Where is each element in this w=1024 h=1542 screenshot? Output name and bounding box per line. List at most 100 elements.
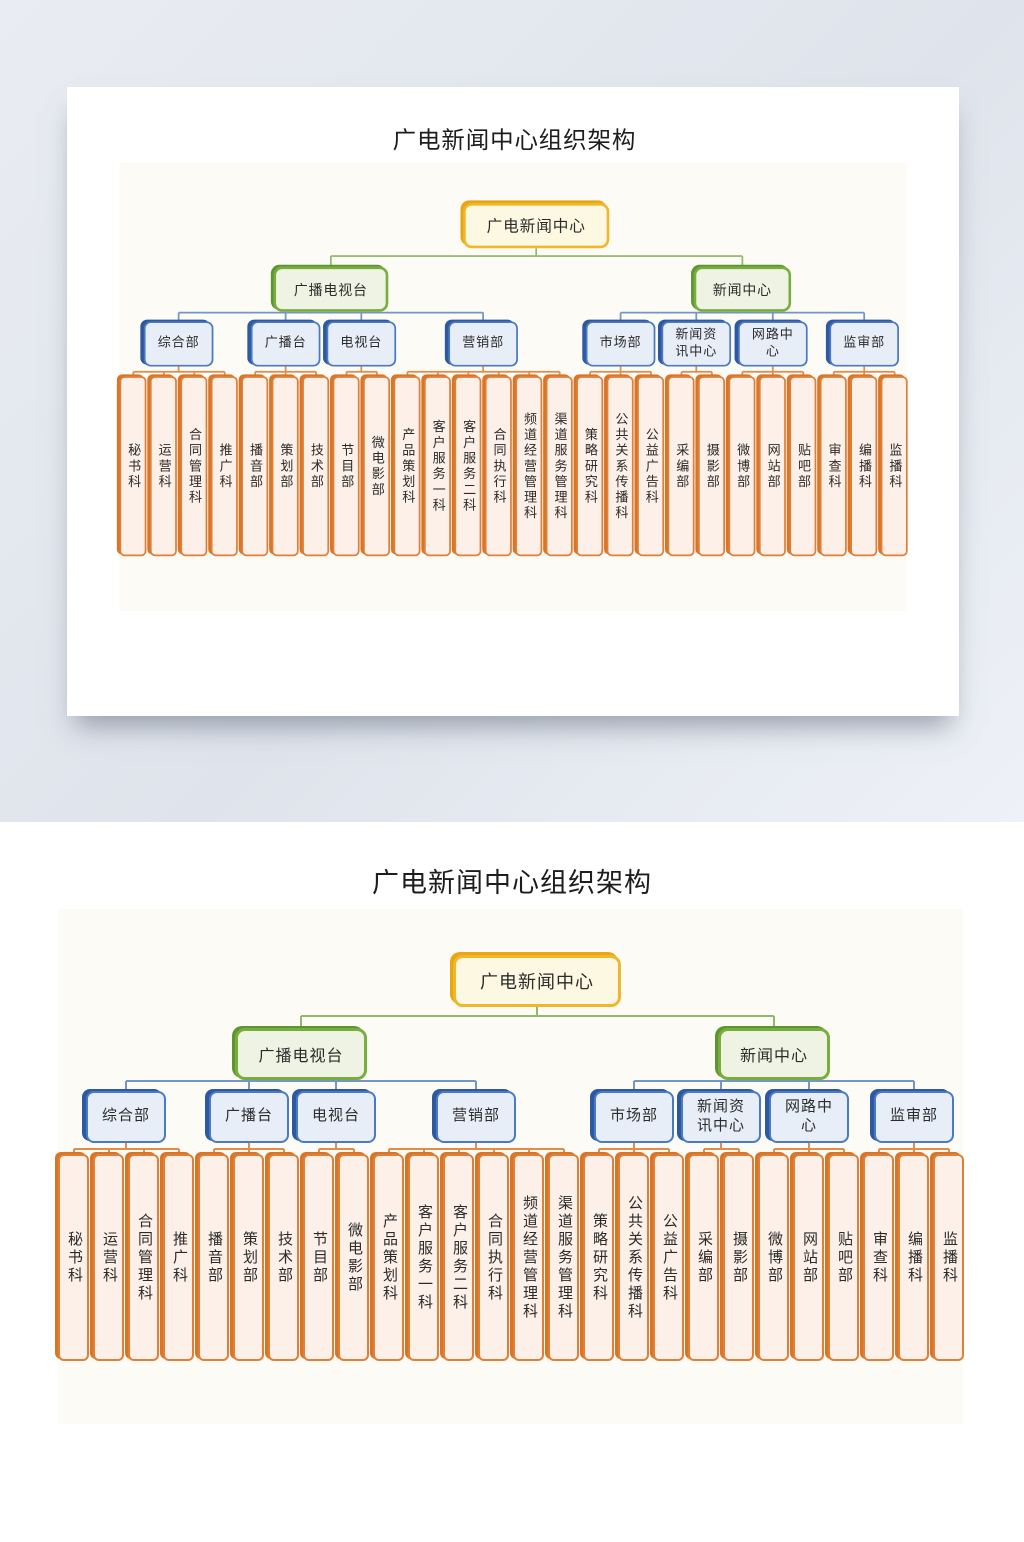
leaf-box-section: 策划部 (233, 1154, 264, 1361)
org-chart-preview: 广电新闻中心组织架构秘书科运营科合同管理科推广科综合部播音部策划部技术部广播台节… (69, 127, 960, 612)
leaf-label: 采编部 (696, 1230, 712, 1285)
connector-leaf-drop (387, 1149, 390, 1154)
connector-dept-bar (126, 1080, 476, 1082)
connector-leaf-drop (317, 1149, 320, 1154)
dept-box: 新闻资 讯中心 (661, 321, 732, 367)
leaf-label: 客户服务一科 (430, 419, 445, 514)
leaf-label: 策划部 (241, 1230, 257, 1285)
leaf-box-section: 摄影部 (723, 1154, 754, 1361)
leaf-label: 摄影部 (731, 1230, 747, 1285)
dept-box: 网路中 心 (738, 321, 808, 367)
connector-leaf-drop (832, 371, 835, 377)
leaf-label: 微博部 (766, 1230, 782, 1285)
connector-dept-drop (482, 312, 484, 322)
leaf-box-section: 编播科 (898, 1154, 929, 1361)
connector-leaf-drop (649, 371, 652, 377)
group-box: 新闻中心 (718, 1028, 830, 1080)
leaf-box-section: 贴吧部 (789, 376, 817, 557)
connector-dept-drop (619, 312, 622, 322)
leaf-label: 推广科 (217, 442, 232, 490)
connector-leaf-drop (406, 371, 408, 377)
connector-leaf-drop (492, 1149, 495, 1154)
leaf-box-section: 微博部 (758, 1154, 789, 1361)
connector-leaf-bar (346, 370, 377, 373)
connector-leaf-drop (772, 1149, 775, 1154)
connector-leaf-bar (318, 1148, 354, 1150)
connector-dept-drop (335, 1081, 337, 1091)
connector-dept-stem (807, 1143, 810, 1150)
connector-leaf-bar (703, 1148, 739, 1150)
leaf-box-section: 运营科 (149, 376, 177, 557)
connector-leaf-drop (107, 1149, 110, 1154)
leaf-box-section: 微博部 (728, 376, 756, 557)
leaf-label: 频道经营管理科 (521, 1194, 537, 1321)
dept-box: 营销部 (436, 1091, 516, 1143)
connector-dept-drop (695, 312, 698, 322)
leaf-box-section: 贴吧部 (828, 1154, 859, 1361)
leaf-box-section: 合同执行科 (484, 376, 512, 557)
leaf-box-section: 客户服务二科 (454, 376, 482, 557)
leaf-label: 合同管理科 (136, 1212, 152, 1303)
connector-leaf-drop (142, 1149, 145, 1154)
connector-leaf-drop (741, 371, 743, 377)
leaf-label: 贴吧部 (796, 442, 811, 490)
connector-leaf-drop (422, 1149, 425, 1154)
dept-box: 广播台 (209, 1091, 289, 1143)
leaf-box-section: 客户服务二科 (443, 1154, 474, 1361)
leaf-label: 运营科 (101, 1230, 117, 1285)
leaf-label: 策略研究科 (591, 1212, 607, 1303)
connector-dept-drop (862, 312, 865, 322)
leaf-box-section: 产品策划科 (393, 376, 421, 557)
leaf-box-section: 合同管理科 (180, 376, 208, 557)
connector-dept-stem (335, 1143, 337, 1150)
connector-leaf-bar (406, 370, 560, 373)
connector-leaf-drop (352, 1149, 355, 1154)
leaf-box-section: 渠道服务管理科 (545, 376, 573, 557)
leaf-label: 编播科 (857, 442, 872, 490)
leaf-box-section: 客户服务一科 (423, 376, 451, 557)
connector-leaf-drop (597, 1149, 600, 1154)
connector-root-stem (536, 1007, 539, 1016)
connector-dept-drop (720, 1081, 722, 1091)
dept-box: 营销部 (448, 321, 518, 367)
connector-leaf-bar (388, 1148, 564, 1150)
connector-dept-stem (632, 1143, 635, 1150)
connector-root-stem (535, 248, 538, 257)
connector-dept-drop (125, 1081, 127, 1091)
leaf-box-section: 播音部 (198, 1154, 229, 1361)
leaf-box-section: 摄影部 (698, 376, 725, 557)
leaf-box-section: 推广科 (163, 1154, 194, 1361)
connector-leaf-drop (314, 371, 317, 377)
leaf-box-section: 合同管理科 (128, 1154, 159, 1361)
connector-leaf-drop (702, 1149, 705, 1154)
connector-leaf-drop (562, 1149, 565, 1154)
connector-dept-drop (360, 312, 363, 322)
dept-box: 网路中 心 (769, 1091, 849, 1143)
connector-dept-stem (695, 366, 698, 373)
connector-leaf-drop (436, 371, 439, 377)
connector-leaf-drop (842, 1149, 845, 1154)
connector-group-drop (741, 256, 743, 267)
connector-leaf-drop (223, 371, 226, 377)
leaf-box-section: 客户服务一科 (408, 1154, 439, 1361)
leaf-box-section: 播音部 (241, 376, 269, 557)
connector-dept-drop (807, 1081, 810, 1091)
leaf-label: 网站部 (801, 1230, 817, 1285)
connector-leaf-drop (893, 371, 896, 377)
connector-dept-stem (912, 1143, 915, 1150)
connector-group-drop (330, 256, 332, 267)
leaf-label: 秘书科 (66, 1230, 82, 1285)
leaf-box-section: 技术部 (268, 1154, 299, 1361)
leaf-box-section: 审查科 (863, 1154, 894, 1361)
leaf-box-section: 公益广告科 (653, 1154, 684, 1361)
dept-box: 综合部 (86, 1091, 166, 1143)
connector-leaf-drop (862, 371, 865, 377)
leaf-box-section: 微电影部 (338, 1154, 369, 1361)
connector-leaf-bar (132, 370, 225, 373)
leaf-box-section: 采编部 (667, 376, 695, 557)
leaf-label: 节目部 (339, 442, 354, 490)
leaf-label: 运营科 (156, 442, 171, 490)
connector-dept-bar (620, 311, 864, 314)
connector-dept-drop (475, 1081, 477, 1091)
